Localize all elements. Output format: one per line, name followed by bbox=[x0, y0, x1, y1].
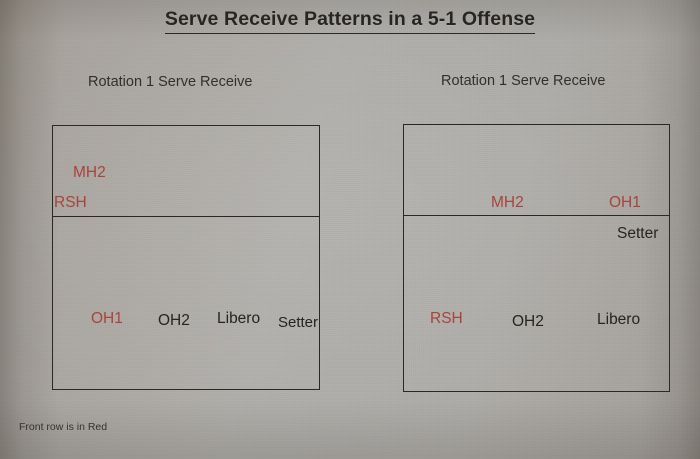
player-label-left-oh2: OH2 bbox=[158, 312, 190, 329]
player-label-right-libero: Libero bbox=[597, 311, 641, 328]
player-label-left-oh1: OH1 bbox=[91, 310, 123, 327]
player-label-right-oh2: OH2 bbox=[512, 313, 544, 330]
player-label-left-mh2: MH2 bbox=[73, 164, 106, 181]
court-heading-right: Rotation 1 Serve Receive bbox=[441, 73, 606, 89]
player-label-left-setter: Setter bbox=[278, 314, 319, 331]
page-title-text: Serve Receive Patterns in a 5-1 Offense bbox=[164, 8, 536, 34]
player-label-right-oh1: OH1 bbox=[609, 194, 641, 211]
court-diagram-left bbox=[51, 125, 321, 390]
page-title: Serve Receive Patterns in a 5-1 Offense bbox=[0, 8, 700, 34]
player-label-left-rsh: RSH bbox=[54, 194, 87, 211]
court-heading-left: Rotation 1 Serve Receive bbox=[88, 74, 253, 90]
player-label-right-rsh: RSH bbox=[430, 310, 463, 327]
attack-line-right bbox=[402, 215, 671, 216]
player-label-left-libero: Libero bbox=[217, 310, 261, 327]
player-label-right-mh2: MH2 bbox=[491, 194, 524, 211]
court-diagram-right bbox=[402, 124, 671, 392]
legend-footnote: Front row is in Red bbox=[19, 421, 108, 433]
player-label-right-setter: Setter bbox=[617, 225, 659, 242]
attack-line-left bbox=[51, 216, 321, 217]
